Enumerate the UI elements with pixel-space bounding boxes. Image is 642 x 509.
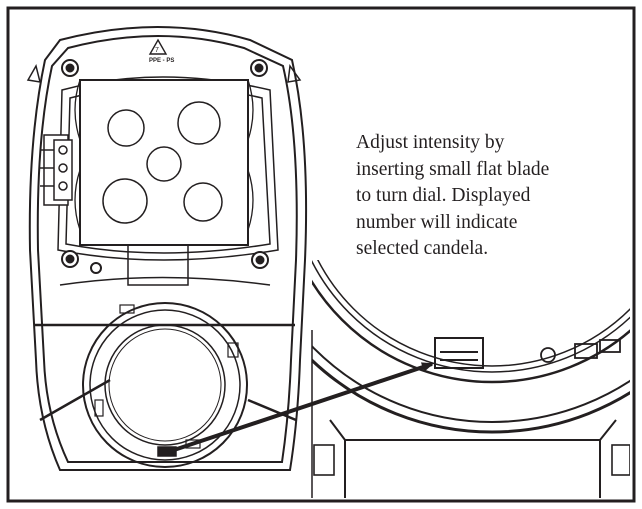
recycle-icon: 7 — [148, 38, 168, 55]
recycle-number: 7 — [155, 47, 159, 54]
small-screw — [90, 262, 102, 274]
zoom-detail — [312, 260, 630, 498]
caption-line: to turn dial. Displayed — [356, 185, 531, 206]
zoom-dial — [434, 337, 484, 369]
mounting-tab — [127, 244, 189, 286]
caption-line: number will indicate — [356, 211, 518, 233]
lower-housing-lines — [34, 276, 297, 422]
pointer-arrow — [167, 362, 434, 454]
outer-border — [6, 6, 636, 503]
knockout-plate — [74, 79, 254, 246]
caption-line: Adjust intensity by — [356, 132, 505, 153]
terminal-block — [40, 134, 73, 206]
candela-dial — [157, 446, 177, 457]
knockout-circle — [107, 109, 145, 147]
instruction-caption: Adjust intensity by inserting small flat… — [356, 130, 632, 263]
corner-screws — [61, 59, 269, 274]
knockout-circle — [183, 182, 223, 222]
knockout-circle — [177, 101, 221, 145]
caption-line: inserting small flat blade — [356, 158, 550, 180]
strobe-ring — [82, 302, 248, 468]
knockout-circle — [102, 178, 148, 224]
recycle-label: PPE - PS — [149, 58, 175, 64]
knockout-circle — [146, 146, 182, 182]
caption-line: selected candela. — [356, 238, 489, 259]
